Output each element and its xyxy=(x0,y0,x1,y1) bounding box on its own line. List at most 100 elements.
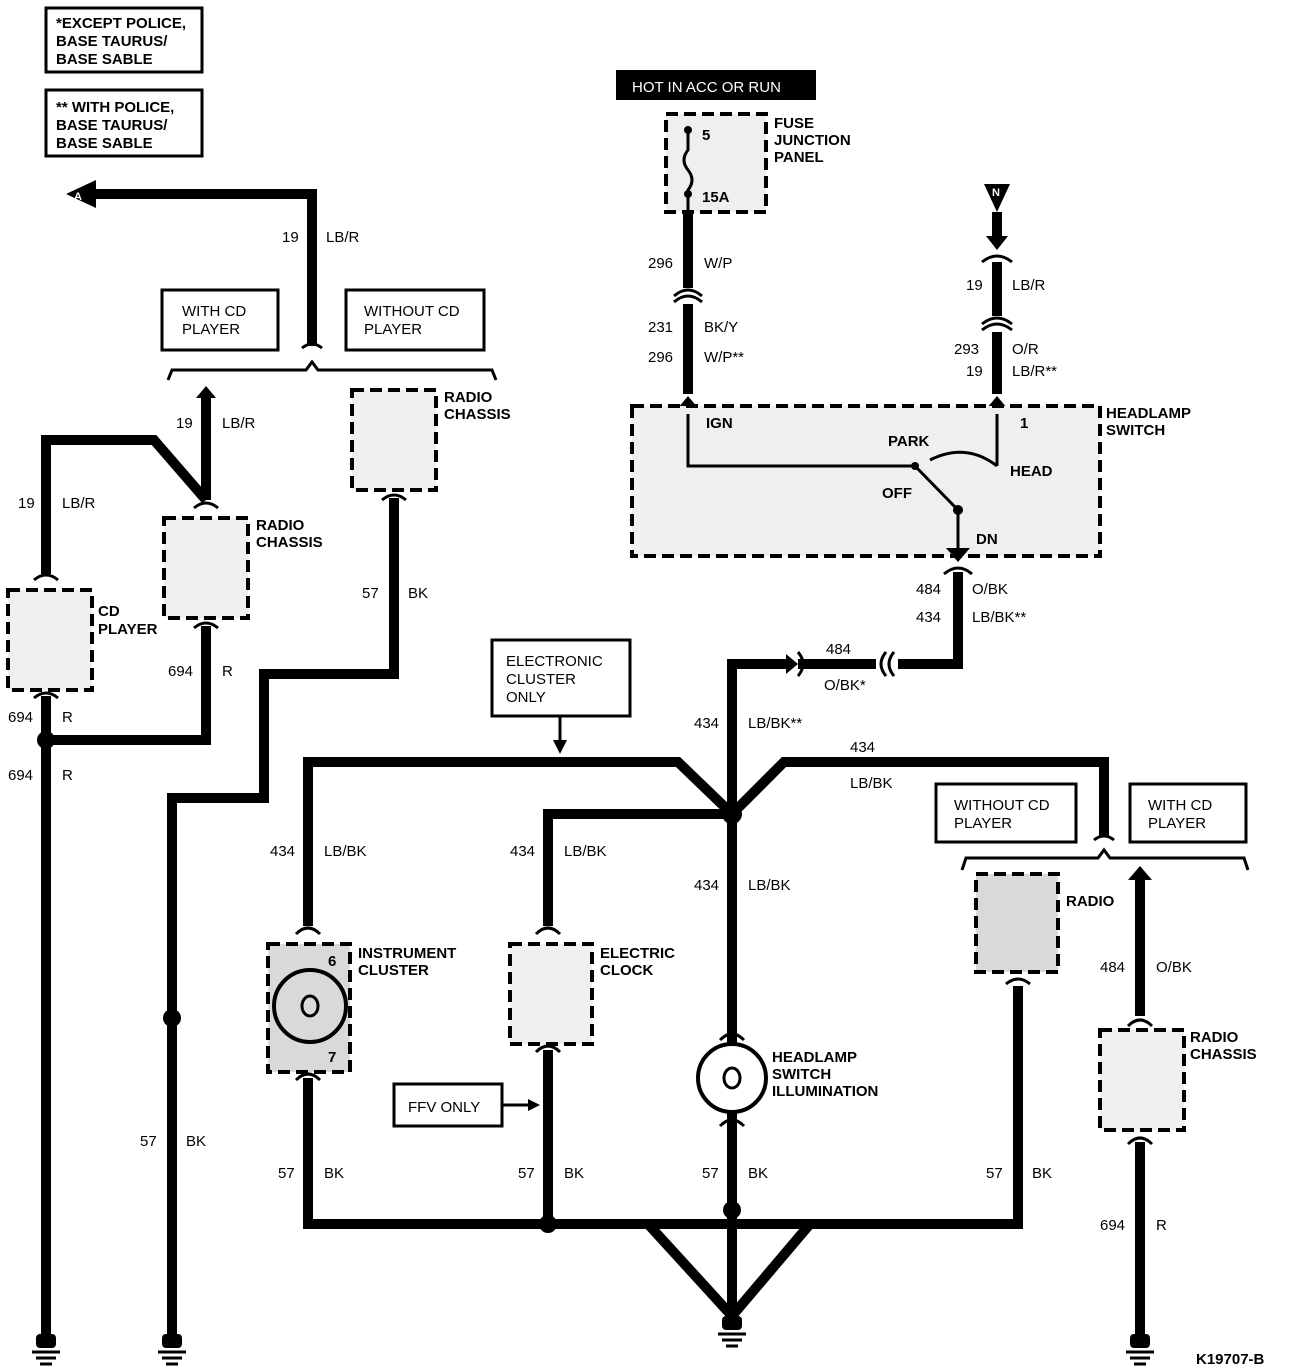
label-option_boxes-without_cd_left-0: WITHOUT CD xyxy=(364,303,460,320)
connector-a: A xyxy=(66,180,96,208)
label-circuits-c57: 57 xyxy=(986,1165,1003,1182)
label-circuits-c231: 231 xyxy=(648,319,673,336)
diagram-shape xyxy=(490,638,632,718)
connector-n: N xyxy=(984,184,1010,212)
label-19-a: 19 xyxy=(282,229,299,246)
label-headlamp_switch-park: PARK xyxy=(888,433,930,450)
diagram-shape xyxy=(32,1350,60,1366)
splice-694 xyxy=(37,731,55,749)
diagram-shape xyxy=(1093,834,1115,842)
note-except-line2: BASE TAURUS/ xyxy=(56,33,168,50)
diagram-shape xyxy=(1128,866,1152,880)
label-circuits-wp_dd: W/P** xyxy=(704,349,744,366)
label-circuits-bk: BK xyxy=(408,585,428,602)
label-19-radio: 19 xyxy=(176,415,193,432)
diagram-shape xyxy=(943,566,973,576)
diagram-shape xyxy=(879,651,888,677)
radio-chassis-b: RADIO CHASSIS xyxy=(350,388,511,492)
note-except-line3: BASE SABLE xyxy=(56,51,153,68)
diagram-shape xyxy=(534,1044,562,1054)
radio-chassis-c: RADIO CHASSIS xyxy=(1098,1028,1257,1132)
label-components-headlamp_illum-1: SWITCH xyxy=(772,1066,831,1083)
label-option_boxes-electronic_cluster-2: ONLY xyxy=(506,689,546,706)
diagram-shape xyxy=(344,288,486,352)
label-circuits-wp: W/P xyxy=(704,255,732,272)
label-option_boxes-with_cd_left-0: WITH CD xyxy=(182,303,246,320)
diagram-shape xyxy=(1005,977,1031,986)
label-circuits-c694: 694 xyxy=(8,709,33,726)
connector-a-label: A xyxy=(74,191,82,203)
label-circuits-c484: 484 xyxy=(1100,959,1125,976)
label-circuits-c434: 434 xyxy=(694,877,719,894)
label-circuits-obk_d: O/BK* xyxy=(824,677,866,694)
diagram-shape xyxy=(1098,1028,1186,1132)
diagram-shape xyxy=(946,548,970,562)
label-circuits-c57: 57 xyxy=(702,1165,719,1182)
label-lbr-a: LB/R xyxy=(326,229,360,246)
label-components-radio_chassis-0: RADIO xyxy=(1190,1029,1239,1046)
label-components-electric_clock-0: ELECTRIC xyxy=(600,945,675,962)
label-circuits-c434: 434 xyxy=(510,843,535,860)
label-option_boxes-with_cd_left-1: PLAYER xyxy=(182,321,240,338)
wire-484-obk xyxy=(898,572,963,669)
label-circuits-c19: 19 xyxy=(966,363,983,380)
diagram-shape xyxy=(718,1118,746,1128)
label-circuits-c57: 57 xyxy=(140,1133,157,1150)
label-circuits-c57: 57 xyxy=(518,1165,535,1182)
option-without-cd-left: WITHOUT CD PLAYER xyxy=(344,288,486,352)
diagram-shape xyxy=(350,388,438,492)
label-connectors-n: N xyxy=(992,187,1000,199)
label-fuse-num: 5 xyxy=(702,127,710,144)
diagram-shape xyxy=(981,316,1013,326)
diagram-shape xyxy=(160,288,280,352)
label-fuse-name-0: FUSE xyxy=(774,115,814,132)
label-lbr-cd: LB/R xyxy=(62,495,96,512)
label-circuits-c57: 57 xyxy=(278,1165,295,1182)
wire-434-lbbk-clock xyxy=(543,809,732,926)
radio: RADIO xyxy=(974,872,1115,974)
label-circuits-bk: BK xyxy=(324,1165,344,1182)
headlamp-switch: IGN 1 PARK HEAD OFF DN HEADLAMP SWITCH xyxy=(630,404,1191,558)
cd-player: CD PLAYER xyxy=(6,588,158,692)
note-with-line1: ** WITH POLICE, xyxy=(56,99,174,116)
label-headlamp_switch-pin1: 1 xyxy=(1020,415,1028,432)
label-components-radio_chassis-1: CHASSIS xyxy=(256,534,323,551)
wire-57-bk-radio xyxy=(167,498,399,1336)
electronic-cluster-only: ELECTRONIC CLUSTER ONLY xyxy=(490,638,632,754)
headlamp-switch-illumination: HEADLAMP SWITCH ILLUMINATION xyxy=(696,1042,878,1114)
diagram-shape xyxy=(294,1072,322,1082)
label-option_boxes-without_cd_right-1: PLAYER xyxy=(954,815,1012,832)
diagram-shape xyxy=(796,651,805,677)
label-circuits-r: R xyxy=(1156,1217,1167,1234)
label-circuits-r: R xyxy=(62,709,73,726)
wire-19-lbr-cd xyxy=(41,435,210,574)
ground-4 xyxy=(1126,1334,1154,1366)
diagram-shape xyxy=(986,236,1008,250)
label-circuits-c57: 57 xyxy=(362,585,379,602)
label-circuits-c296: 296 xyxy=(648,255,673,272)
diagram-shape xyxy=(44,88,204,158)
diagram-shape xyxy=(722,1066,742,1090)
label-circuits-c484: 484 xyxy=(826,641,851,658)
label-components-radio_chassis-0: RADIO xyxy=(444,389,493,406)
label-option_boxes-without_cd_left-1: PLAYER xyxy=(364,321,422,338)
diagram-shape xyxy=(33,573,59,582)
diagram-shape xyxy=(934,782,1078,844)
diagram-shape xyxy=(1130,1334,1150,1348)
label-circuits-bk: BK xyxy=(1032,1165,1052,1182)
splice-57-left xyxy=(163,1009,181,1027)
diagram-shape xyxy=(294,926,322,936)
diagram-shape xyxy=(162,1334,182,1348)
label-components-cd_player-1: PLAYER xyxy=(98,621,158,638)
diagram-shape xyxy=(44,6,204,74)
diagram-shape xyxy=(684,126,692,134)
option-brace-right xyxy=(960,847,1250,871)
diagram-shape xyxy=(696,1042,768,1114)
diagram-shape xyxy=(1126,1018,1154,1028)
figure-id: K19707-B xyxy=(1196,1351,1265,1368)
label-circuits-obk: O/BK xyxy=(1156,959,1192,976)
label-circuits-c694: 694 xyxy=(1100,1217,1125,1234)
label-694-radio: 694 xyxy=(168,663,193,680)
label-circuits-bk: BK xyxy=(186,1133,206,1150)
